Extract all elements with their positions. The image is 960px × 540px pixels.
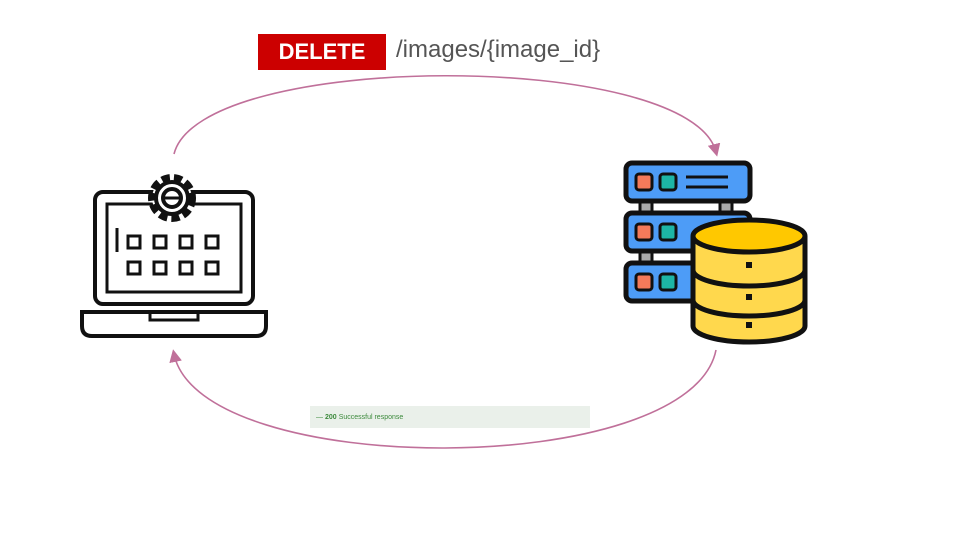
- endpoint-path: /images/{image_id}: [396, 36, 601, 63]
- server-database-icon: [623, 160, 808, 345]
- response-dash: —: [316, 413, 323, 421]
- http-method-badge: DELETE: [258, 34, 386, 70]
- response-status-bar: — 200 Successful response: [310, 406, 590, 428]
- response-text: Successful response: [338, 413, 404, 421]
- response-code: 200: [325, 413, 337, 421]
- request-arrow: [173, 75, 721, 157]
- laptop-gear-icon: [80, 174, 268, 338]
- response-arrow: [169, 349, 717, 449]
